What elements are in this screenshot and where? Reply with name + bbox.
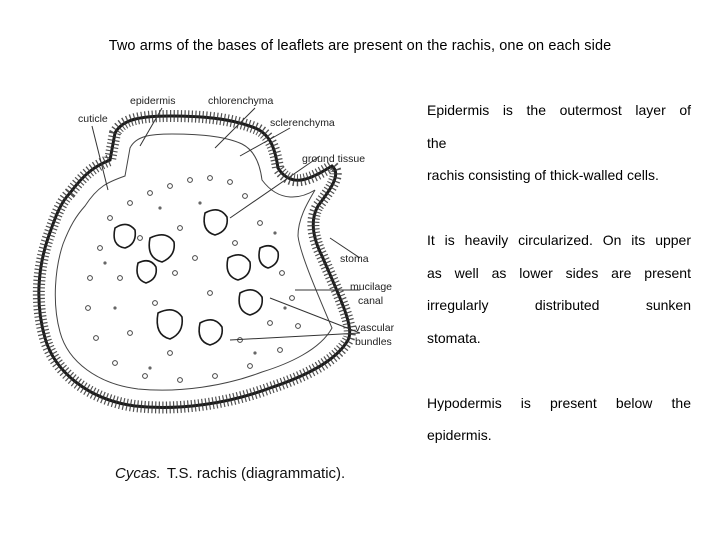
vascular-bundle bbox=[258, 244, 280, 269]
paragraph-epidermis-line3: rachis consisting of thick-walled cells. bbox=[427, 167, 659, 183]
rachis-diagram: epidermis chlorenchyma cuticle sclerench… bbox=[30, 78, 420, 498]
vascular-bundle bbox=[238, 289, 264, 316]
caption-rest: T.S. rachis (diagrammatic). bbox=[167, 465, 345, 482]
vascular-bundle bbox=[226, 254, 252, 281]
paragraph-epidermis-line2: the bbox=[427, 134, 447, 151]
sclerenchyma-ring bbox=[32, 109, 356, 414]
label-stoma: stoma bbox=[340, 253, 369, 265]
vascular-bundle bbox=[203, 209, 229, 236]
label-chlorenchyma: chlorenchyma bbox=[208, 95, 274, 107]
figure-caption: Cycas. T.S. rachis (diagrammatic). bbox=[115, 465, 345, 482]
slide-title: Two arms of the bases of leaflets are pr… bbox=[108, 38, 612, 54]
paragraph-circularized-line1: It is heavily circularized. On its upper bbox=[427, 232, 691, 248]
vascular-bundle bbox=[148, 234, 176, 263]
paragraph-hypodermis-line1: Hypodermis is present below the bbox=[427, 394, 691, 411]
label-vascular: vascular bbox=[355, 322, 395, 334]
label-bundles: bundles bbox=[355, 336, 392, 348]
label-epidermis: epidermis bbox=[130, 95, 176, 107]
label-canal: canal bbox=[358, 295, 383, 307]
description-text: Epidermis is the outermost layer of the … bbox=[427, 94, 691, 452]
paragraph-hypodermis-line2: epidermis. bbox=[427, 427, 492, 443]
vascular-bundle bbox=[136, 259, 158, 284]
inner-boundary bbox=[54, 133, 333, 391]
vascular-bundle bbox=[113, 223, 137, 249]
rachis-cross-section: epidermis chlorenchyma cuticle sclerench… bbox=[32, 95, 395, 482]
vascular-bundles bbox=[113, 209, 280, 346]
paragraph-epidermis-line1: Epidermis is the outermost layer of bbox=[427, 102, 691, 118]
label-leader-lines bbox=[91, 107, 361, 341]
label-mucilage: mucilage bbox=[350, 281, 392, 293]
paragraph-circularized-line3: irregularly distributed sunken bbox=[427, 297, 691, 313]
vascular-bundle bbox=[156, 309, 184, 340]
label-ground-tissue: ground tissue bbox=[302, 153, 365, 165]
paragraph-circularized-line4: stomata. bbox=[427, 329, 481, 346]
paragraph-circularized-line2: as well as lower sides are present bbox=[427, 264, 691, 281]
mucilage-canals bbox=[103, 201, 287, 370]
label-cuticle: cuticle bbox=[78, 113, 108, 125]
label-sclerenchyma: sclerenchyma bbox=[270, 117, 335, 129]
caption-italic: Cycas. bbox=[115, 465, 161, 482]
vascular-bundle bbox=[198, 319, 224, 346]
